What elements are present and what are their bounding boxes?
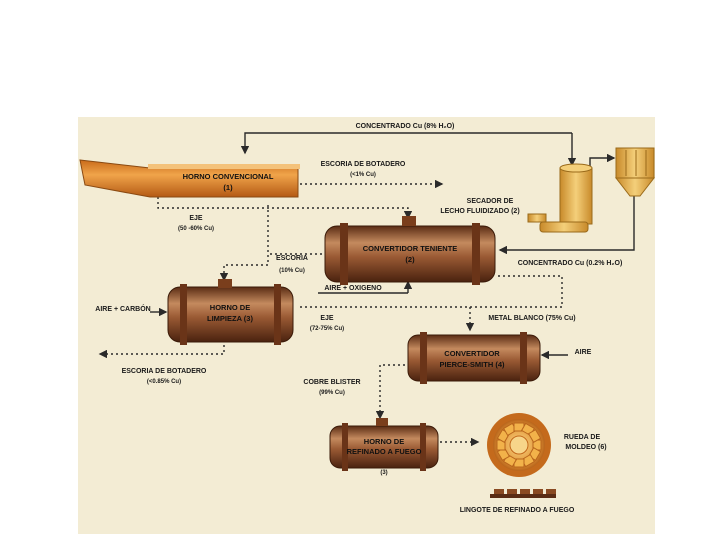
label-secador-1: SECADOR DE <box>467 198 514 205</box>
flow-concentrado-dry <box>498 195 635 255</box>
horno-limpieza: HORNO DE LIMPIEZA (3) <box>167 279 294 345</box>
flow-escoria-botadero-3 <box>98 345 225 359</box>
horno-refinado-fuego: HORNO DE REFINADO A FUEGO (3) <box>329 418 439 476</box>
horno-limpieza-label-2: LIMPIEZA (3) <box>207 314 253 323</box>
secador-lecho-fluidizado <box>527 163 593 233</box>
horno-refinado-label-2: REFINADO A FUEGO <box>347 447 422 456</box>
label-lingote: LINGOTE DE REFINADO A FUEGO <box>460 507 575 514</box>
flow-cobre-blister <box>375 364 405 420</box>
label-cobre-blister-pct: (99% Cu) <box>319 390 345 396</box>
label-concentrado-dry: CONCENTRADO Cu (0.2% H₂O) <box>518 260 623 267</box>
flow-escoria-2 <box>219 253 322 282</box>
flow-concentrado-top <box>240 132 572 155</box>
label-aire-carbon: AIRE + CARBÓN <box>95 304 150 313</box>
flow-eje-2 <box>300 275 563 308</box>
label-escoria-botadero-1-pct: (<1% Cu) <box>350 172 376 178</box>
label-escoria-botadero-1: ESCORIA DE BOTADERO <box>321 161 406 168</box>
label-secador-2: LECHO FLUIDIZADO (2) <box>440 208 519 215</box>
convertidor-teniente-label-2: (2) <box>405 255 415 264</box>
label-escoria-2: ESCORIA <box>276 255 308 262</box>
label-rueda-2: MOLDEO (6) <box>565 444 606 451</box>
label-eje-1: EJE <box>189 215 203 222</box>
label-concentrado-top: CONCENTRADO Cu (8% H₂O) <box>356 123 455 130</box>
convertidor-ps-label-2: PIERCE-SMITH (4) <box>439 360 505 369</box>
convertidor-teniente-label-1: CONVERTIDOR TENIENTE <box>363 244 458 253</box>
wheel-mold-cavity <box>527 428 542 444</box>
label-eje-2: EJE <box>320 315 334 322</box>
horno-convencional: HORNO CONVENCIONAL (1) <box>79 159 300 198</box>
label-escoria-botadero-3-pct: (<0.85% Cu) <box>147 379 181 385</box>
horno-limpieza-label-1: HORNO DE <box>210 303 250 312</box>
label-escoria-2-pct: (10% Cu) <box>279 268 305 274</box>
convertidor-teniente: CONVERTIDOR TENIENTE (2) <box>324 216 496 285</box>
horno-convencional-label-1: HORNO CONVENCIONAL <box>183 172 274 181</box>
tolva-concentrado <box>614 147 656 197</box>
lingotes <box>490 489 556 498</box>
label-aire-ps: AIRE <box>575 349 592 356</box>
label-eje-2-pct: (72-75% Cu) <box>310 326 344 332</box>
label-cobre-blister: COBRE BLISTER <box>303 379 360 386</box>
flow-eje-1 <box>157 197 413 220</box>
rueda-moldeo <box>487 413 551 477</box>
horno-convencional-label-2: (1) <box>223 183 233 192</box>
label-metal-blanco: METAL BLANCO (75% Cu) <box>488 315 575 322</box>
label-aire-oxigeno: AIRE + OXIGENO <box>324 285 382 292</box>
flow-secador-to-hopper <box>589 153 616 168</box>
label-rueda-1: RUEDA DE <box>564 434 601 441</box>
convertidor-pierce-smith: CONVERTIDOR PIERCE-SMITH (4) <box>407 332 541 384</box>
label-eje-1-pct: (50 -60% Cu) <box>178 226 214 232</box>
horno-refinado-label-1: HORNO DE <box>364 437 404 446</box>
rueda-moldeo-teeth <box>496 422 542 468</box>
convertidor-ps-label-1: CONVERTIDOR <box>444 349 500 358</box>
label-escoria-botadero-3: ESCORIA DE BOTADERO <box>122 368 207 375</box>
horno-refinado-label-3: (3) <box>380 470 387 476</box>
